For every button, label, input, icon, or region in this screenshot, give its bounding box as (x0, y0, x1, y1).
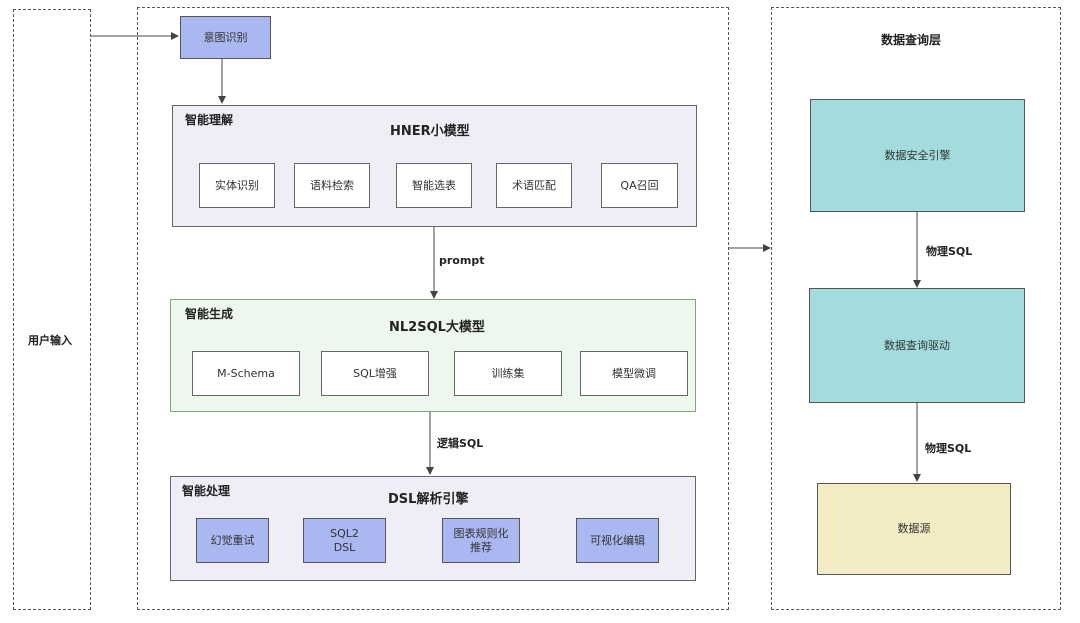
hallucination-retry-box: 幻觉重试 (196, 518, 269, 563)
edge-label-prompt: prompt (439, 254, 485, 267)
data-query-driver-box: 数据查询驱动 (809, 288, 1025, 403)
generation-panel-title: NL2SQL大模型 (389, 320, 485, 335)
understanding-section-label: 智能理解 (185, 113, 234, 127)
datasource-box: 数据源 (817, 483, 1011, 575)
data-security-engine-box: 数据安全引擎 (810, 99, 1025, 212)
main-pipeline-container (137, 7, 729, 610)
data-query-layer-container (771, 7, 1061, 610)
sql2dsl-box: SQL2 DSL (303, 518, 386, 563)
sql-enhance-box: SQL增强 (321, 351, 429, 396)
training-set-box: 训练集 (454, 351, 562, 396)
corpus-retrieval-box: 语料检索 (294, 163, 370, 208)
smart-table-select-box: 智能选表 (396, 163, 472, 208)
edge-label-logic-sql: 逻辑SQL (437, 437, 484, 450)
understanding-panel-title: HNER小模型 (390, 124, 470, 139)
term-match-box: 术语匹配 (496, 163, 572, 208)
edge-label-physical-sql-1: 物理SQL (926, 245, 973, 258)
entity-recognition-box: 实体识别 (199, 163, 275, 208)
chart-rule-recommend-box: 图表规则化 推荐 (442, 518, 520, 563)
m-schema-box: M-Schema (192, 351, 300, 396)
data-query-layer-title: 数据查询层 (881, 33, 942, 47)
generation-section-label: 智能生成 (185, 307, 234, 321)
edge-label-physical-sql-2: 物理SQL (925, 442, 972, 455)
processing-section-label: 智能处理 (182, 484, 231, 498)
user-input-label: 用户输入 (28, 334, 72, 347)
visual-edit-box: 可视化编辑 (576, 518, 659, 563)
processing-panel-title: DSL解析引擎 (388, 492, 469, 507)
user-input-container (13, 9, 91, 610)
qa-recall-box: QA召回 (601, 163, 678, 208)
intent-recognition-box: 意图识别 (180, 16, 271, 59)
model-finetune-box: 模型微调 (580, 351, 688, 396)
